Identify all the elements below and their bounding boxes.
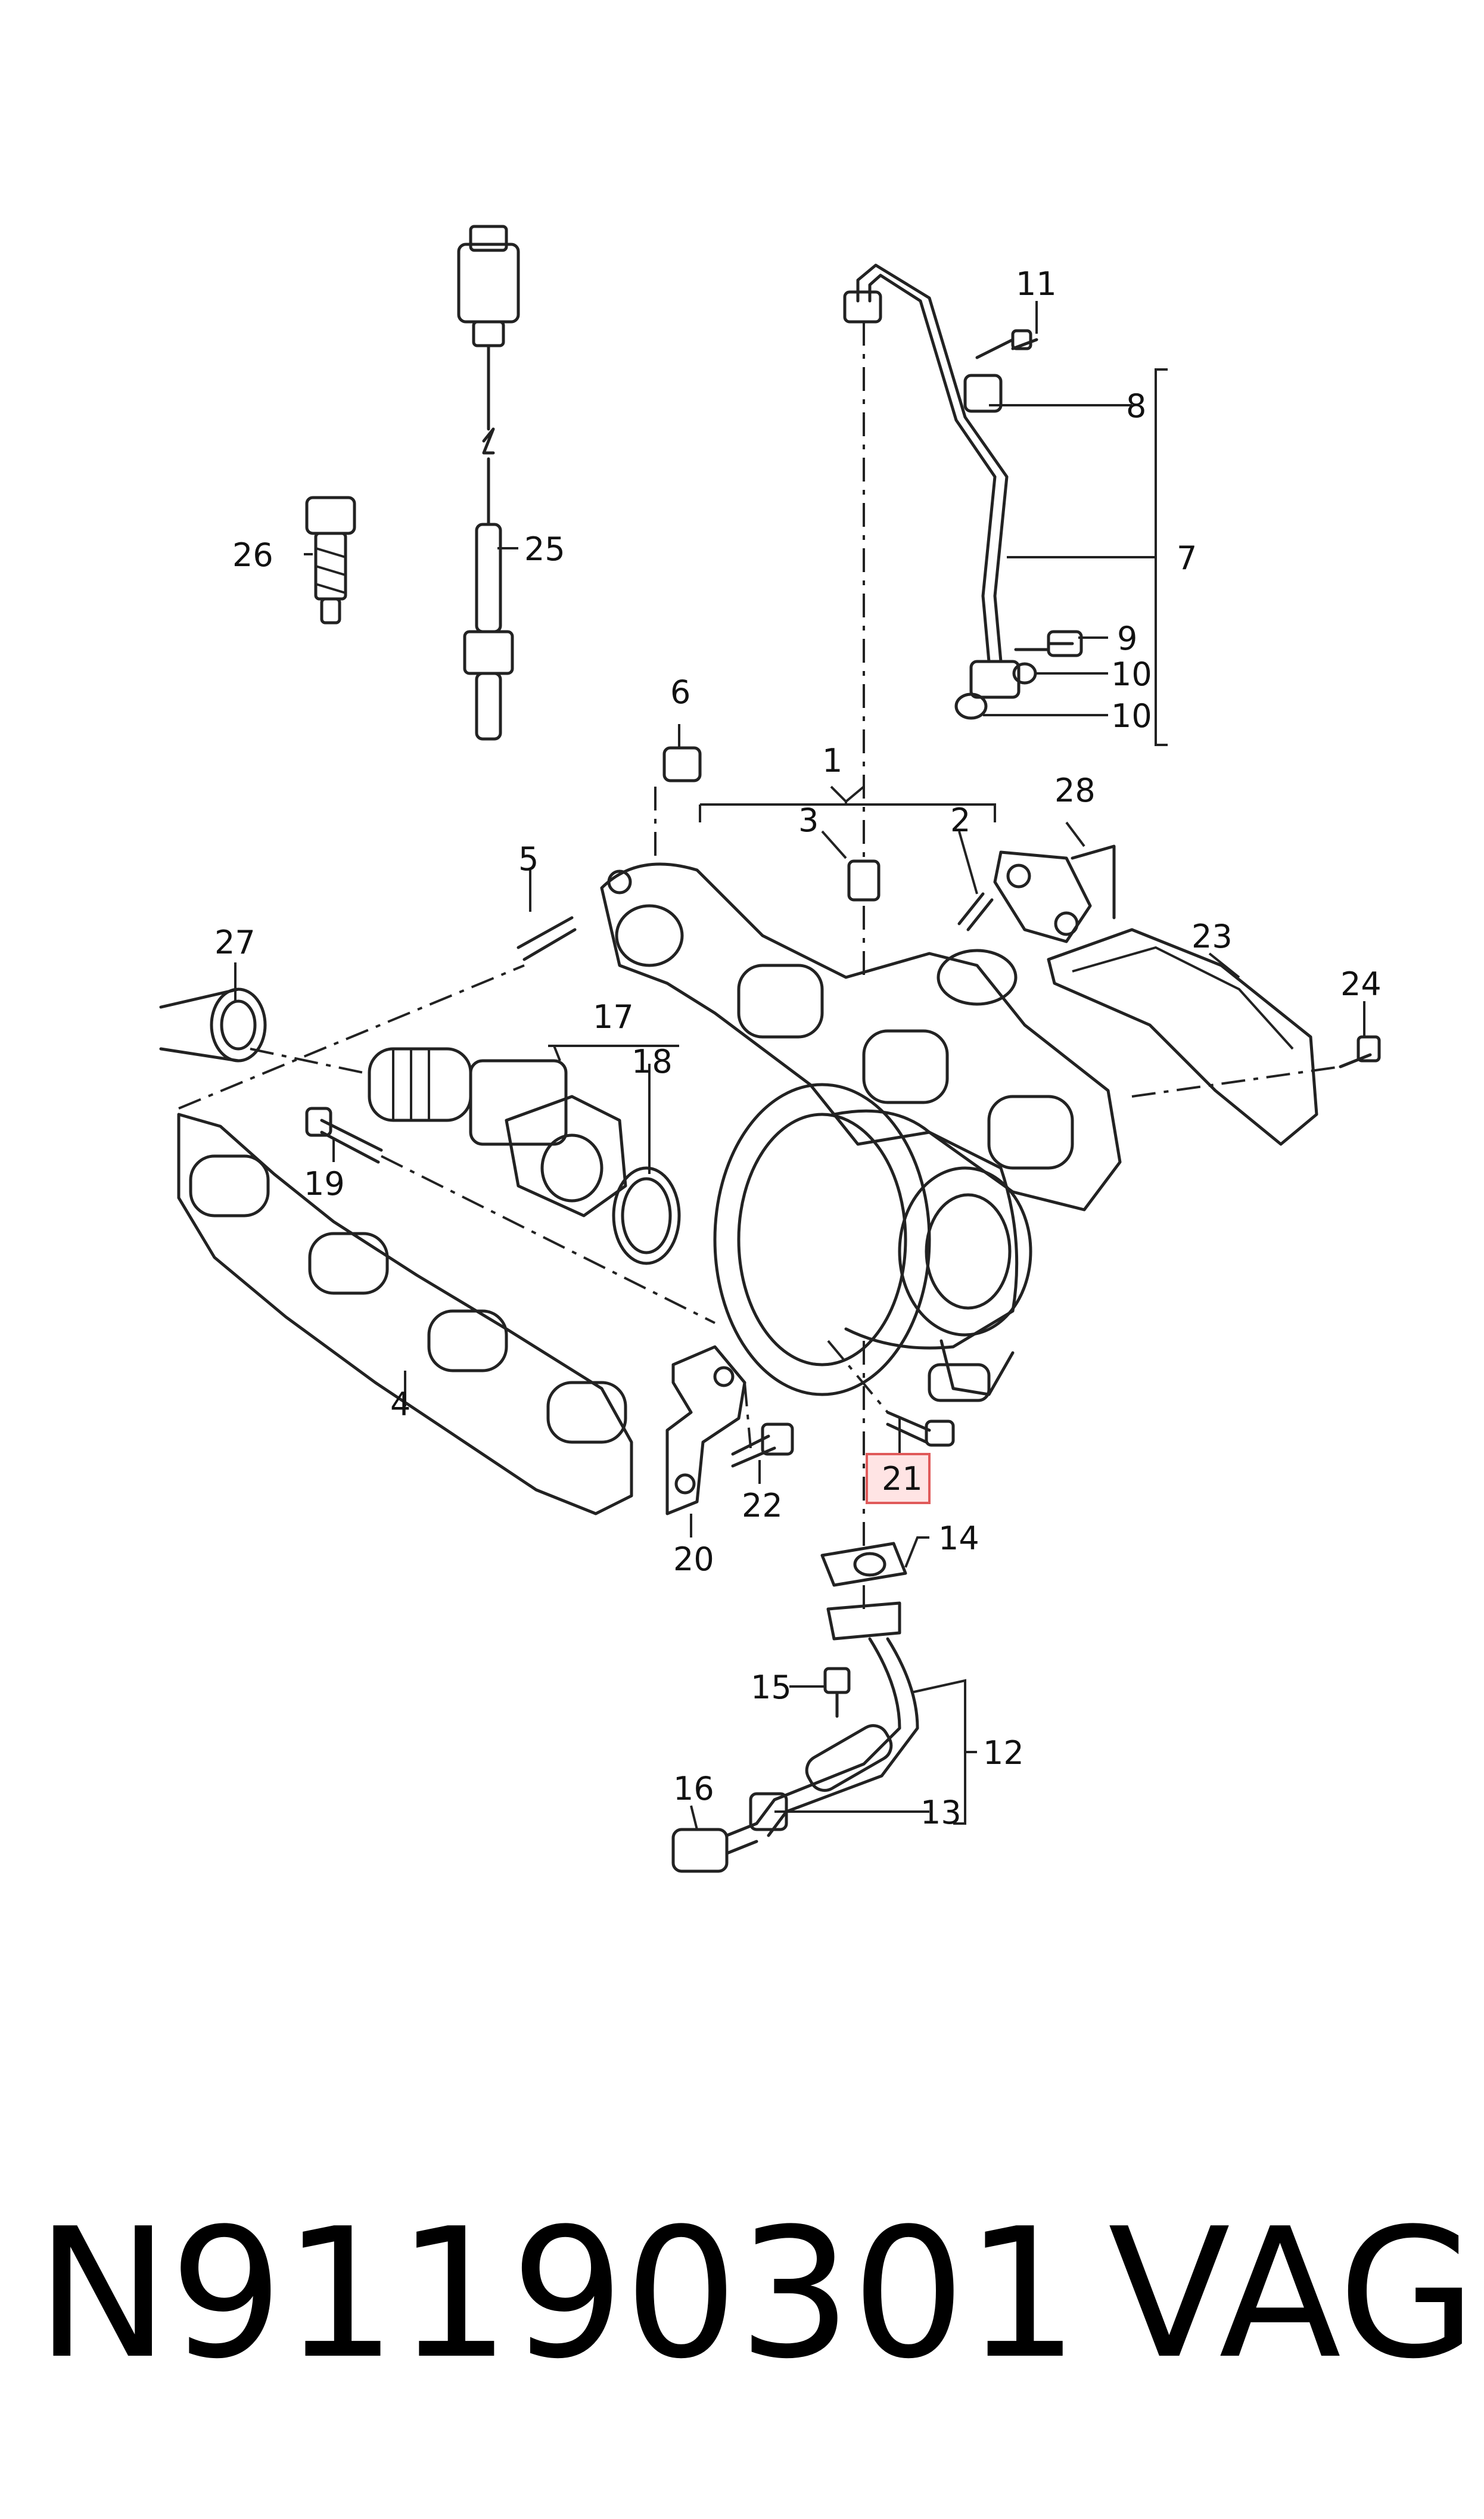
exploded-parts-diagram: 1 2 3 4 5 6 7 8 9 10 10 11 12 13 14 15 1… [159,225,1382,1873]
callout-13: 13 [920,1794,962,1831]
callout-1: 1 [822,742,842,779]
center-lines [178,322,1341,1609]
callout-9: 9 [1117,620,1137,657]
brand-name: VAG [1108,2190,1477,2398]
callout-12: 12 [983,1734,1024,1772]
heat-shield-23-drawing [1047,928,1318,1146]
callout-2: 2 [950,802,970,839]
callout-4: 4 [390,1386,410,1423]
callout-21: 21 [882,1460,923,1498]
turbocharger-drawing [713,1083,1032,1402]
callout-3: 3 [798,802,819,839]
callout-19: 19 [304,1165,345,1203]
callout-26: 26 [232,536,273,574]
bolt-21-drawing [886,1411,955,1447]
callout-10b: 10 [1111,697,1152,735]
bracket-20-drawing [665,1345,746,1515]
callout-labels: 1 2 3 4 5 6 7 8 9 10 10 11 12 13 14 15 1… [214,265,1382,1831]
callout-28: 28 [1054,772,1096,809]
callout-22: 22 [742,1487,783,1524]
callout-14: 14 [938,1520,979,1557]
leader-lines [234,301,1365,1830]
callout-17: 17 [593,998,634,1036]
oil-pipe-7-drawing [843,263,1083,720]
callout-5: 5 [518,840,539,878]
callout-8: 8 [1126,387,1146,425]
bolt-22-drawing [731,1422,794,1468]
callout-25: 25 [524,530,565,568]
callout-11: 11 [1016,265,1057,303]
callout-16: 16 [673,1770,714,1807]
plug-26-drawing [305,496,356,625]
callout-24: 24 [1340,965,1382,1003]
callout-27: 27 [214,924,256,961]
sensor-25-drawing [457,225,520,741]
callout-7: 7 [1177,539,1197,577]
callout-20: 20 [673,1540,714,1578]
callout-18: 18 [631,1043,673,1080]
gasket-28-drawing [993,844,1116,943]
callout-15: 15 [751,1669,792,1706]
gasket-4-drawing [177,1113,633,1515]
actuator-17-drawing [368,1047,681,1265]
callout-10a: 10 [1111,656,1152,693]
part-number: N91190301 [36,2190,1079,2398]
callout-23: 23 [1191,918,1233,955]
small-fasteners-drawing [159,338,1381,1873]
callout-21-highlight [866,1453,931,1504]
callout-6: 6 [670,673,690,711]
exhaust-manifold-1-drawing [600,862,1122,1212]
